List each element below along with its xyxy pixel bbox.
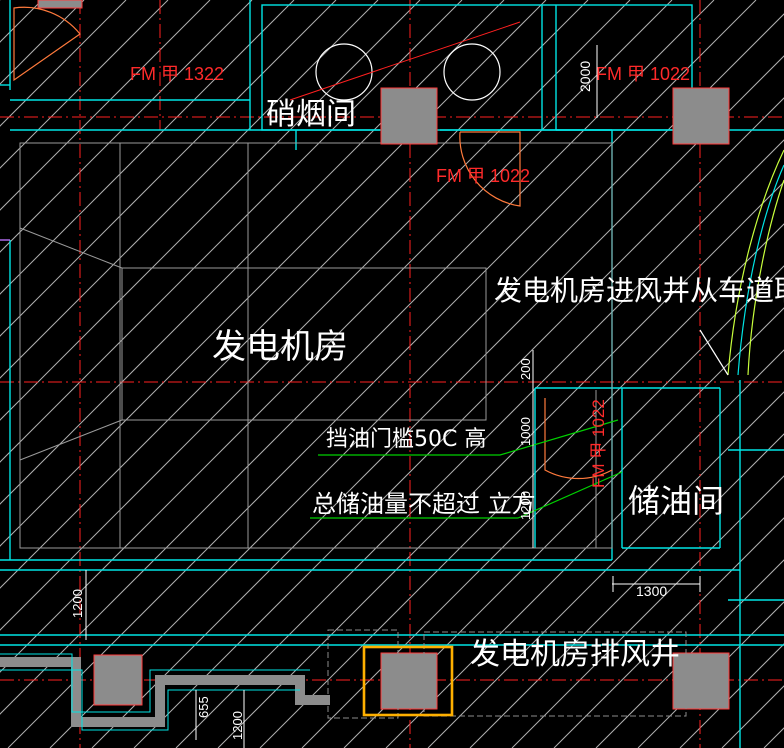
hatch-line <box>0 0 421 421</box>
room-label-smoke: 硝烟间 <box>266 97 356 132</box>
hatch-line <box>301 265 784 748</box>
hatch-line <box>0 0 505 505</box>
door-label-right: FM 甲 1022 <box>589 399 608 488</box>
hatch-line <box>0 0 673 673</box>
hatch-line <box>217 181 784 748</box>
lower-wall-outline <box>0 653 310 731</box>
dim-label-1300: 1300 <box>636 583 667 599</box>
leader-oil-sill <box>318 419 619 456</box>
note-oil-sill: 挡油门槛50C 高 <box>326 427 486 452</box>
ramp-line <box>699 329 729 376</box>
dim-label-1000: 1000 <box>518 417 533 446</box>
room-label-oil-storage: 储油间 <box>628 482 724 520</box>
note-intake: 发电机房进风井从车道取风 <box>494 274 784 307</box>
lower-wall-thick <box>0 657 330 727</box>
hatch-line <box>133 97 784 748</box>
dim-label-200: 200 <box>518 358 533 380</box>
exhaust-shaft-outline <box>327 629 687 719</box>
hatch-line <box>385 349 784 748</box>
hatch-line <box>0 0 169 169</box>
door-label-tr: FM 甲 1022 <box>596 64 690 84</box>
smoke-room-diagonal <box>289 21 521 101</box>
hatch-line <box>343 307 784 748</box>
hatch-line <box>259 223 784 748</box>
dim-label-1200-right: 1200 <box>518 491 533 520</box>
column <box>380 652 438 710</box>
hatch-line <box>0 0 295 295</box>
hatch-line <box>0 0 127 127</box>
generator-room-outline <box>19 142 613 549</box>
hatch-line <box>7 0 757 748</box>
hatch-line <box>0 0 463 463</box>
ramp-curve <box>727 149 784 376</box>
column <box>672 652 730 710</box>
hatch-line <box>0 0 379 379</box>
doors <box>13 6 613 480</box>
column <box>93 654 143 706</box>
column <box>37 0 83 9</box>
hatch-line <box>427 391 784 748</box>
columns <box>37 0 730 710</box>
room-boundary <box>19 142 613 549</box>
generator-unit <box>121 267 487 421</box>
hatch-line <box>553 517 784 748</box>
hatch-line <box>469 433 784 748</box>
generator-bevel <box>19 227 123 269</box>
shaft-box <box>327 629 399 719</box>
door-swing-mid <box>459 131 521 207</box>
hatch-line <box>0 0 589 589</box>
shaft-box <box>423 631 687 717</box>
hatch-line <box>595 559 784 748</box>
column <box>672 87 730 145</box>
leader-lines <box>310 419 623 519</box>
dim-label-655: 655 <box>196 696 211 718</box>
door-label-mid: FM 甲 1022 <box>436 166 530 186</box>
hatch-line <box>0 0 631 631</box>
hatch-line <box>0 0 715 715</box>
fan-circle-2 <box>443 43 501 101</box>
dimension-lines <box>85 45 701 748</box>
generator-bevel <box>19 419 123 461</box>
dim-label-1200-bottom: 1200 <box>230 711 245 740</box>
door-swing-right <box>544 398 613 480</box>
hatch-line <box>511 475 784 748</box>
hatch-line <box>637 601 784 748</box>
door-swing-tl <box>13 6 81 82</box>
hatch-line <box>175 139 784 748</box>
note-oil-total: 总储油量不超过 立方 <box>312 490 536 518</box>
column <box>380 87 438 145</box>
leader-oil-total <box>310 471 623 519</box>
highlight-selection-box <box>362 645 454 717</box>
ramp-curve <box>747 179 784 376</box>
ramp-curve <box>737 164 784 376</box>
dim-label-1200-left: 1200 <box>70 589 85 618</box>
dim-label-2000: 2000 <box>577 61 593 92</box>
door-label-tl: FM 甲 1322 <box>130 64 224 84</box>
room-label-generator: 发电机房 <box>212 327 348 367</box>
hatch-line <box>0 0 337 337</box>
hatch-line <box>0 0 253 253</box>
hatch-line <box>0 0 211 211</box>
ramp <box>699 149 784 376</box>
room-label-exhaust-shaft: 发电机房排风井 <box>470 637 680 672</box>
